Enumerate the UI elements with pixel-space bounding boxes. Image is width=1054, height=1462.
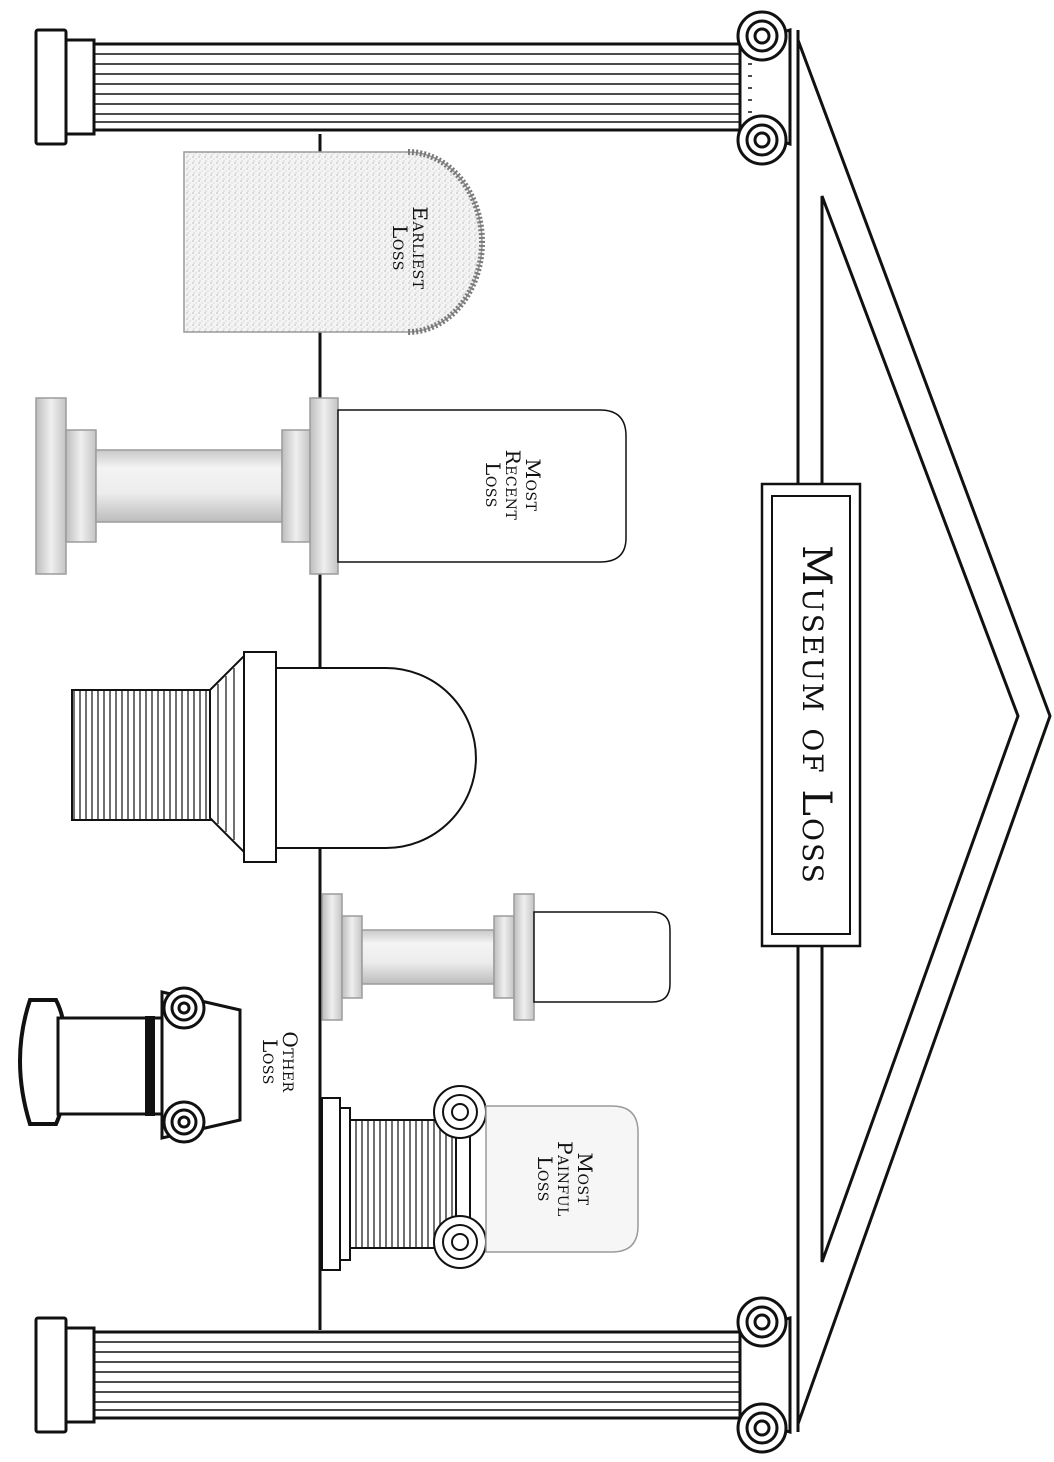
other-loss-column (18, 986, 242, 1144)
blank-plaque (533, 911, 671, 1003)
most-painful-column (321, 1085, 487, 1271)
museum-title: Museum of Loss (793, 545, 839, 885)
blank-pedestal (321, 893, 535, 1021)
fluted-column (71, 651, 477, 863)
earliest-loss-label: Earliest Loss (388, 206, 432, 290)
most-recent-loss-label: Most Recent Loss (481, 449, 545, 521)
top-column (34, 10, 792, 166)
most-painful-loss-label: Most Painful Loss (533, 1141, 597, 1217)
title-plaque (760, 482, 862, 948)
most-painful-plaque (485, 1105, 639, 1253)
earliest-loss-stone (183, 149, 485, 335)
most-recent-pedestal (35, 397, 339, 575)
bottom-column (34, 1296, 792, 1454)
most-recent-plaque (337, 409, 627, 563)
other-loss-label: Other Loss (258, 1031, 302, 1093)
